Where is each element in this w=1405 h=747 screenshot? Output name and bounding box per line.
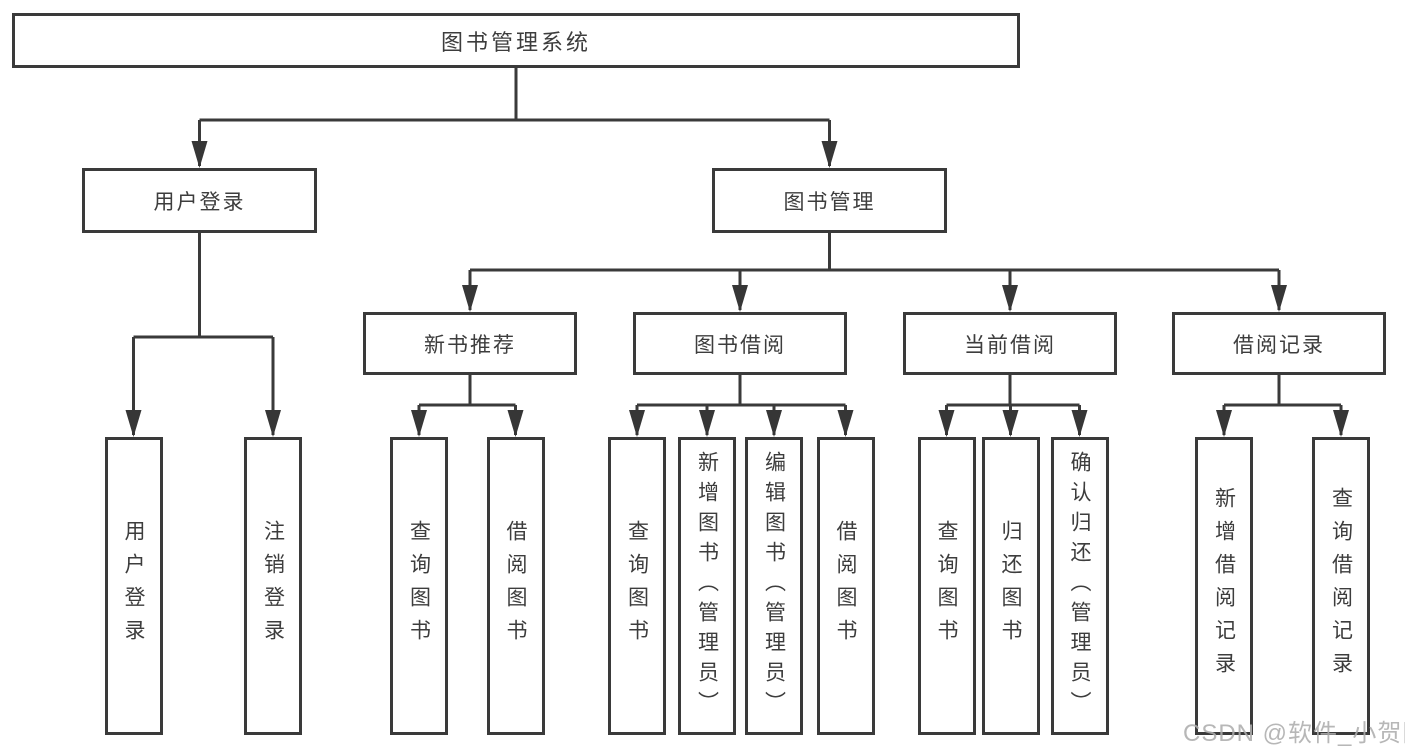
arrowhead-icon	[938, 410, 955, 437]
node-label: 借阅图书	[834, 520, 857, 652]
arrowhead-icon	[125, 410, 142, 437]
node-book-management: 图书管理	[712, 168, 947, 233]
arrowhead-icon	[629, 410, 645, 437]
node-label: 编辑图书（管理员）	[762, 451, 786, 721]
arrowhead-icon	[1002, 410, 1019, 437]
arrowhead-icon	[191, 141, 208, 168]
node-query-books-current: 查询图书	[917, 437, 976, 735]
node-label: 查询图书	[625, 520, 649, 652]
node-label: 新增图书（管理员）	[695, 451, 719, 721]
node-label: 注销登录	[261, 520, 285, 652]
arrowhead-icon	[766, 410, 782, 437]
csdn-watermark: CSDN @软件_小贺同学	[1183, 720, 1405, 747]
connector-bookmgmt-to-level3	[468, 232, 1281, 310]
connector-userlogin-to-leaves	[132, 233, 275, 435]
connector-bookborrow-to-leaves	[635, 375, 847, 435]
node-user-login-leaf: 用户登录	[104, 437, 163, 735]
arrowhead-icon	[462, 285, 478, 312]
node-label: 图书管理系统	[440, 29, 591, 55]
node-label: 查询图书	[935, 520, 958, 652]
node-query-books-recommend: 查询图书	[390, 437, 448, 735]
arrowhead-icon	[1333, 410, 1349, 437]
arrowhead-icon	[1002, 285, 1018, 312]
node-new-book-recommend: 新书推荐	[363, 312, 577, 375]
node-return-books: 归还图书	[981, 437, 1040, 735]
arrowheads	[125, 141, 1349, 437]
arrowhead-icon	[1216, 410, 1232, 437]
node-edit-books-admin: 编辑图书（管理员）	[745, 437, 803, 735]
arrowhead-icon	[837, 410, 854, 437]
node-query-books-borrowing: 查询图书	[608, 437, 666, 735]
node-label: 新增借阅记录	[1212, 487, 1236, 685]
node-logout-leaf: 注销登录	[244, 437, 302, 735]
node-label: 图书借阅	[694, 333, 786, 357]
connector-records-to-leaves	[1222, 375, 1343, 435]
connector-newbook-to-leaves	[417, 375, 517, 435]
node-borrow-books-recommend: 借阅图书	[486, 437, 545, 735]
node-add-borrow-record: 新增借阅记录	[1195, 437, 1253, 735]
node-query-borrow-record: 查询借阅记录	[1312, 437, 1370, 735]
node-label: 图书管理	[783, 190, 876, 214]
arrowhead-icon	[1271, 285, 1287, 312]
arrowhead-icon	[1071, 410, 1088, 437]
node-add-books-admin: 新增图书（管理员）	[678, 437, 736, 735]
node-label: 查询图书	[407, 520, 431, 652]
node-label: 查询借阅记录	[1329, 487, 1353, 685]
arrowhead-icon	[732, 285, 748, 312]
node-label: 用户登录	[122, 520, 145, 652]
node-label: 借阅记录	[1233, 333, 1325, 357]
node-label: 新书推荐	[424, 333, 516, 357]
arrowhead-icon	[265, 410, 281, 437]
node-confirm-return-admin: 确认归还（管理员）	[1050, 437, 1109, 735]
node-library-management-system: 图书管理系统	[12, 13, 1020, 68]
node-current-borrowing: 当前借阅	[903, 312, 1117, 375]
node-user-login: 用户登录	[82, 168, 317, 233]
arrowhead-icon	[507, 410, 524, 437]
node-borrow-books-borrowing: 借阅图书	[816, 437, 875, 735]
node-borrowing-records: 借阅记录	[1172, 312, 1386, 375]
arrowhead-icon	[821, 141, 838, 168]
node-book-borrowing: 图书借阅	[633, 312, 847, 375]
node-label: 当前借阅	[964, 333, 1056, 357]
node-label: 用户登录	[153, 190, 246, 214]
arrowhead-icon	[411, 410, 427, 437]
arrowhead-icon	[699, 410, 715, 437]
connector-root-to-level2	[198, 67, 831, 166]
node-label: 确认归还（管理员）	[1068, 451, 1091, 721]
node-label: 借阅图书	[504, 520, 527, 652]
node-label: 归还图书	[999, 520, 1022, 652]
